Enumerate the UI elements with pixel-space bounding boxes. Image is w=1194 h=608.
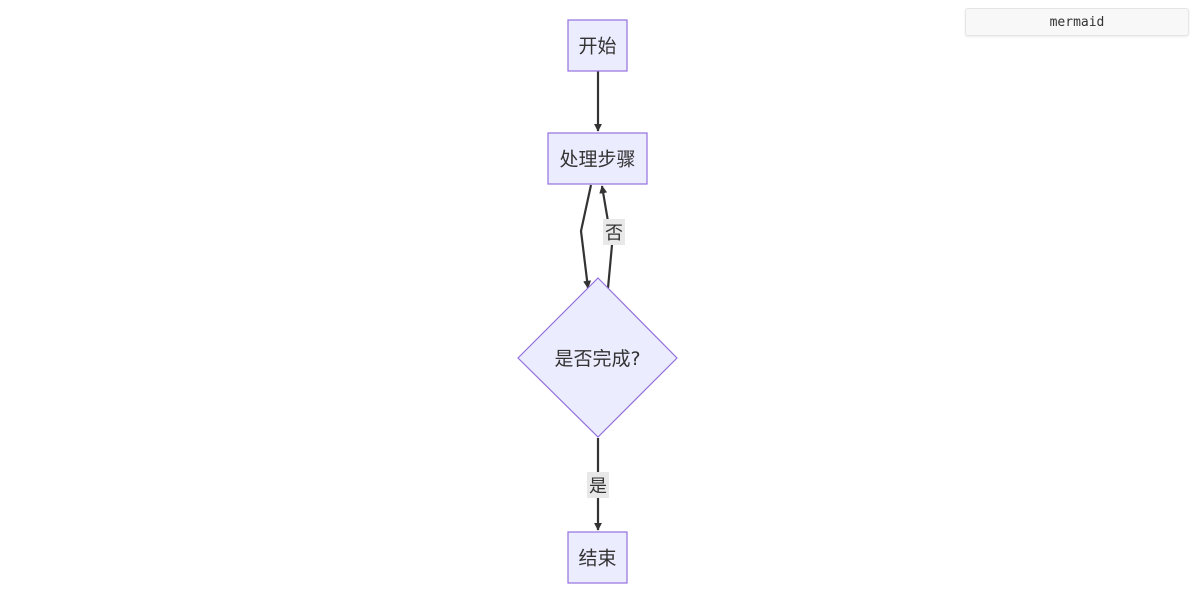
- edge-label-no-text: 否: [605, 223, 623, 244]
- node-process-label: 处理步骤: [559, 149, 635, 171]
- edge-label-yes: 是: [587, 472, 609, 498]
- edge-process-to-decision: [579, 184, 593, 289]
- code-language-label: mermaid: [1049, 14, 1105, 30]
- code-language-badge[interactable]: mermaid: [965, 8, 1189, 36]
- node-start: 开始: [567, 19, 628, 72]
- node-end: 结束: [567, 531, 628, 584]
- node-start-label: 开始: [578, 36, 616, 58]
- node-decision: 是否完成?: [517, 277, 678, 438]
- node-process: 处理步骤: [547, 132, 648, 185]
- edge-label-yes-text: 是: [589, 476, 607, 497]
- node-end-label: 结束: [578, 548, 616, 570]
- node-decision-label: 是否完成?: [554, 348, 640, 370]
- edge-label-no: 否: [603, 219, 625, 245]
